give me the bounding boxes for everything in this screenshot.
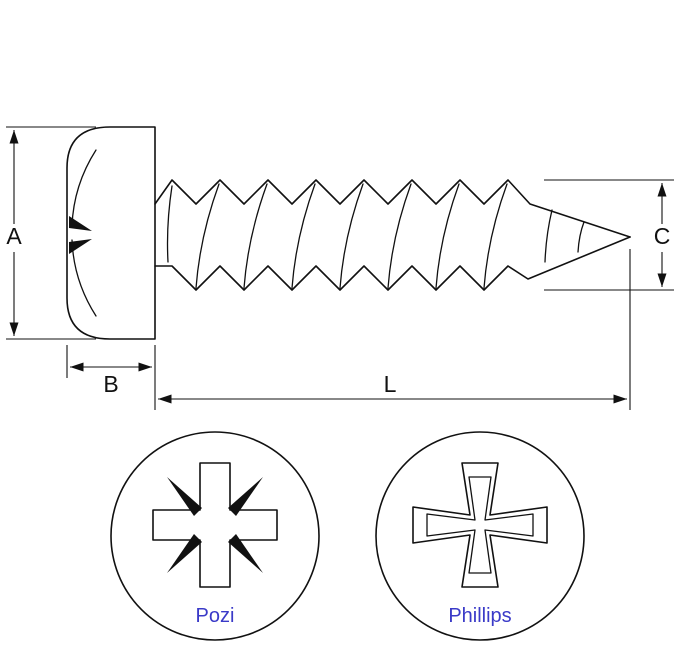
head-recess-wedge-lower — [69, 239, 92, 254]
dimension-b: B — [66, 345, 156, 410]
dimension-c-label: C — [654, 223, 671, 249]
head-recess-wedge-upper — [69, 216, 92, 231]
dimension-l: L — [158, 249, 631, 410]
screw-head-outline — [66, 126, 156, 340]
pozi-label: Pozi — [196, 605, 235, 627]
dimensions: A B L C — [6, 126, 674, 410]
phillips-head-circle — [375, 431, 585, 641]
dimension-a: A — [6, 126, 96, 340]
phillips-view: Phillips — [375, 431, 585, 641]
dimension-l-label: L — [384, 371, 397, 397]
thread-outline-bottom — [154, 236, 631, 291]
pozi-head-circle — [110, 431, 320, 641]
head-recess-contour-upper — [71, 149, 97, 227]
thread-flanks — [166, 183, 585, 289]
dimension-a-label: A — [6, 223, 22, 249]
thread-outline-top — [154, 179, 631, 238]
screw-tip-flank-1 — [544, 209, 553, 263]
screw-tip-flank-2 — [577, 221, 585, 253]
pozi-tick-marks — [167, 477, 263, 573]
phillips-recess-inner — [426, 476, 534, 574]
side-view — [66, 126, 631, 340]
pozi-view: Pozi — [110, 431, 320, 641]
head-recess-contour-lower — [71, 239, 97, 317]
dimension-b-label: B — [103, 371, 118, 397]
phillips-label: Phillips — [448, 605, 511, 627]
phillips-recess — [412, 462, 548, 588]
dimension-c: C — [544, 179, 674, 291]
